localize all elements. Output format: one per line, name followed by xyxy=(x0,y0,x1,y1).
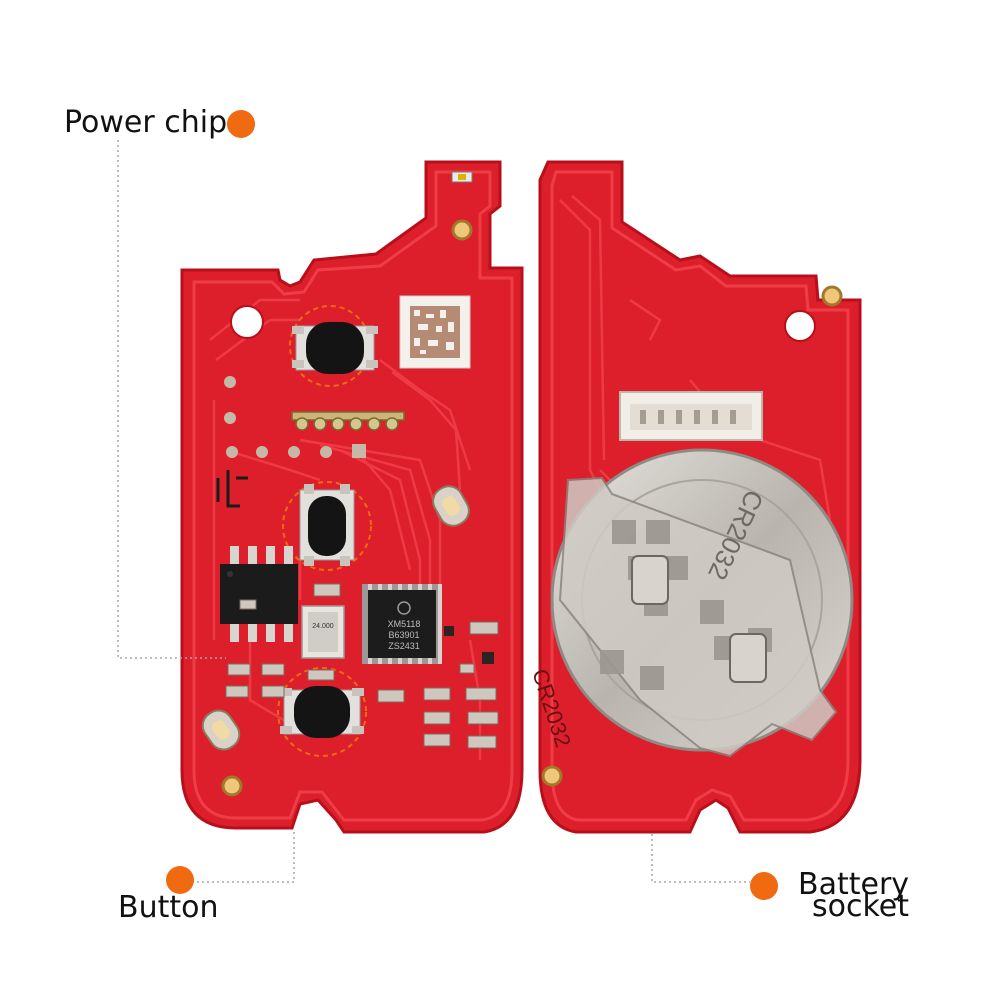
battery-contact-left-bottom xyxy=(201,709,241,751)
pin-header xyxy=(291,411,405,431)
mount-hole xyxy=(451,219,473,241)
tactile-button-middle xyxy=(282,481,372,571)
callout-dot-button xyxy=(166,866,194,894)
left-pcb-board: 24.000 XM5118 B63901 ZS2431 xyxy=(180,160,524,834)
callout-dot-battery xyxy=(750,872,778,900)
tactile-button-top xyxy=(289,305,378,387)
right-pcb-board: CR2032 CR2032 xyxy=(527,160,862,834)
mount-hole xyxy=(541,765,563,787)
callout-dot-power-chip xyxy=(227,110,255,138)
crystal-oscillator: 24.000 xyxy=(301,605,345,659)
chip-marking-1: XM5118 xyxy=(388,619,421,629)
rf-chip: XM5118 B63901 ZS2431 xyxy=(362,584,442,664)
qr-sticker xyxy=(399,295,471,369)
callout-leaders xyxy=(117,140,750,883)
pcb-silkscreen xyxy=(216,470,248,508)
battery-contact-left xyxy=(432,485,470,527)
mount-hole xyxy=(221,775,243,797)
power-chip xyxy=(220,546,298,642)
label-battery-line2: socket xyxy=(812,889,910,924)
mount-hole xyxy=(230,305,264,339)
connector-header xyxy=(619,391,763,441)
label-power-chip: Power chip xyxy=(64,105,228,140)
mount-hole xyxy=(784,310,816,342)
label-button: Button xyxy=(118,890,219,925)
chip-marking-3: ZS2431 xyxy=(388,641,420,651)
tactile-button-bottom xyxy=(277,667,367,757)
label-battery-line1: Battery xyxy=(798,867,910,902)
battery-socket: CR2032 xyxy=(550,448,854,758)
mount-hole xyxy=(821,285,843,307)
chip-marking-2: B63901 xyxy=(388,630,419,640)
smd-components xyxy=(225,583,499,749)
test-pads xyxy=(224,376,366,458)
crystal-marking: 24.000 xyxy=(312,623,334,630)
